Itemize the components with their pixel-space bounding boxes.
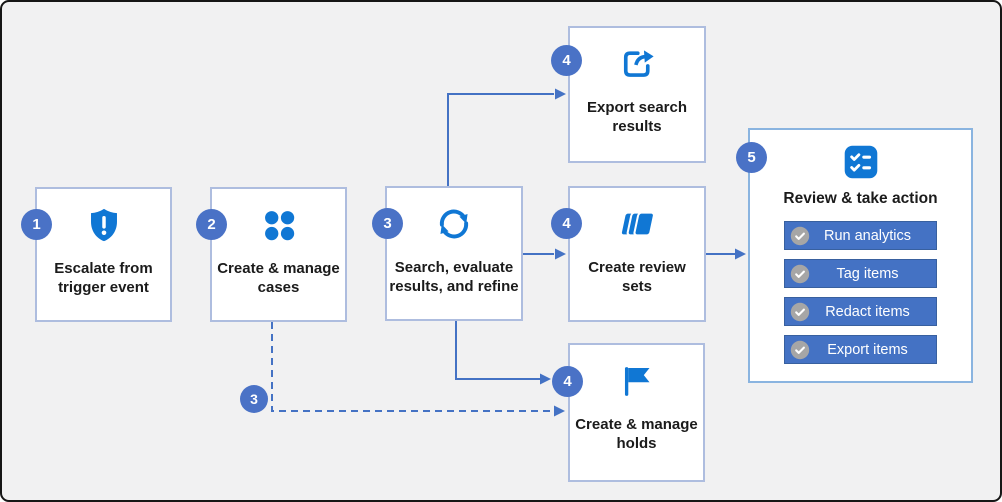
step-box-export-search: Export search results [568,26,706,163]
checklist-icon [844,145,878,179]
step-box-review-sets: Create review sets [568,186,706,322]
action-button-run-analytics: Run analytics [784,221,937,250]
step-box-escalate: Escalate from trigger event [35,187,172,322]
arrow-cases-to-holds-dashed [271,322,553,412]
branch-badge-3: 3 [240,385,268,413]
step-badge-3: 3 [372,208,403,239]
step-badge-4-holds: 4 [552,366,583,397]
arrow-search-to-export [447,93,554,186]
panel-title: Review & take action [783,190,938,207]
stacked-cards-icon [618,205,656,243]
action-label: Tag items [836,265,899,282]
step-badge-2: 2 [196,209,227,240]
action-button-tag-items: Tag items [784,259,937,288]
action-label: Redact items [825,303,910,320]
step-box-search: Search, evaluate results, and refine [385,186,523,321]
step-label-holds: Create & manage holds [575,416,698,453]
flag-icon [618,362,656,400]
step-label-escalate: Escalate from trigger event [54,260,153,297]
step-label-search: Search, evaluate results, and refine [389,259,519,296]
step-label-review-sets: Create review sets [588,259,686,296]
panel-action-list: Run analytics Tag items Redact items Exp… [784,221,937,364]
step-label-export-search: Export search results [586,99,688,136]
check-circle-icon [790,226,810,246]
check-circle-icon [790,340,810,360]
step-badge-1: 1 [21,209,52,240]
step-label-cases: Create & manage cases [217,260,340,297]
review-action-panel: Review & take action Run analytics Tag i… [748,128,973,383]
step-box-cases: Create & manage cases [210,187,347,322]
sync-arrows-icon [435,205,473,243]
step-box-holds: Create & manage holds [568,343,705,482]
action-button-export-items: Export items [784,335,937,364]
share-export-icon [618,45,656,83]
action-label: Run analytics [823,227,912,244]
check-circle-icon [790,302,810,322]
step-badge-5: 5 [736,142,767,173]
action-label: Export items [827,341,908,358]
four-dots-icon [260,206,298,244]
step-badge-4-export: 4 [551,45,582,76]
step-badge-4-review-sets: 4 [551,208,582,239]
arrow-search-to-holds [455,321,540,380]
action-button-redact-items: Redact items [784,297,937,326]
check-circle-icon [790,264,810,284]
shield-exclamation-icon [85,206,123,244]
